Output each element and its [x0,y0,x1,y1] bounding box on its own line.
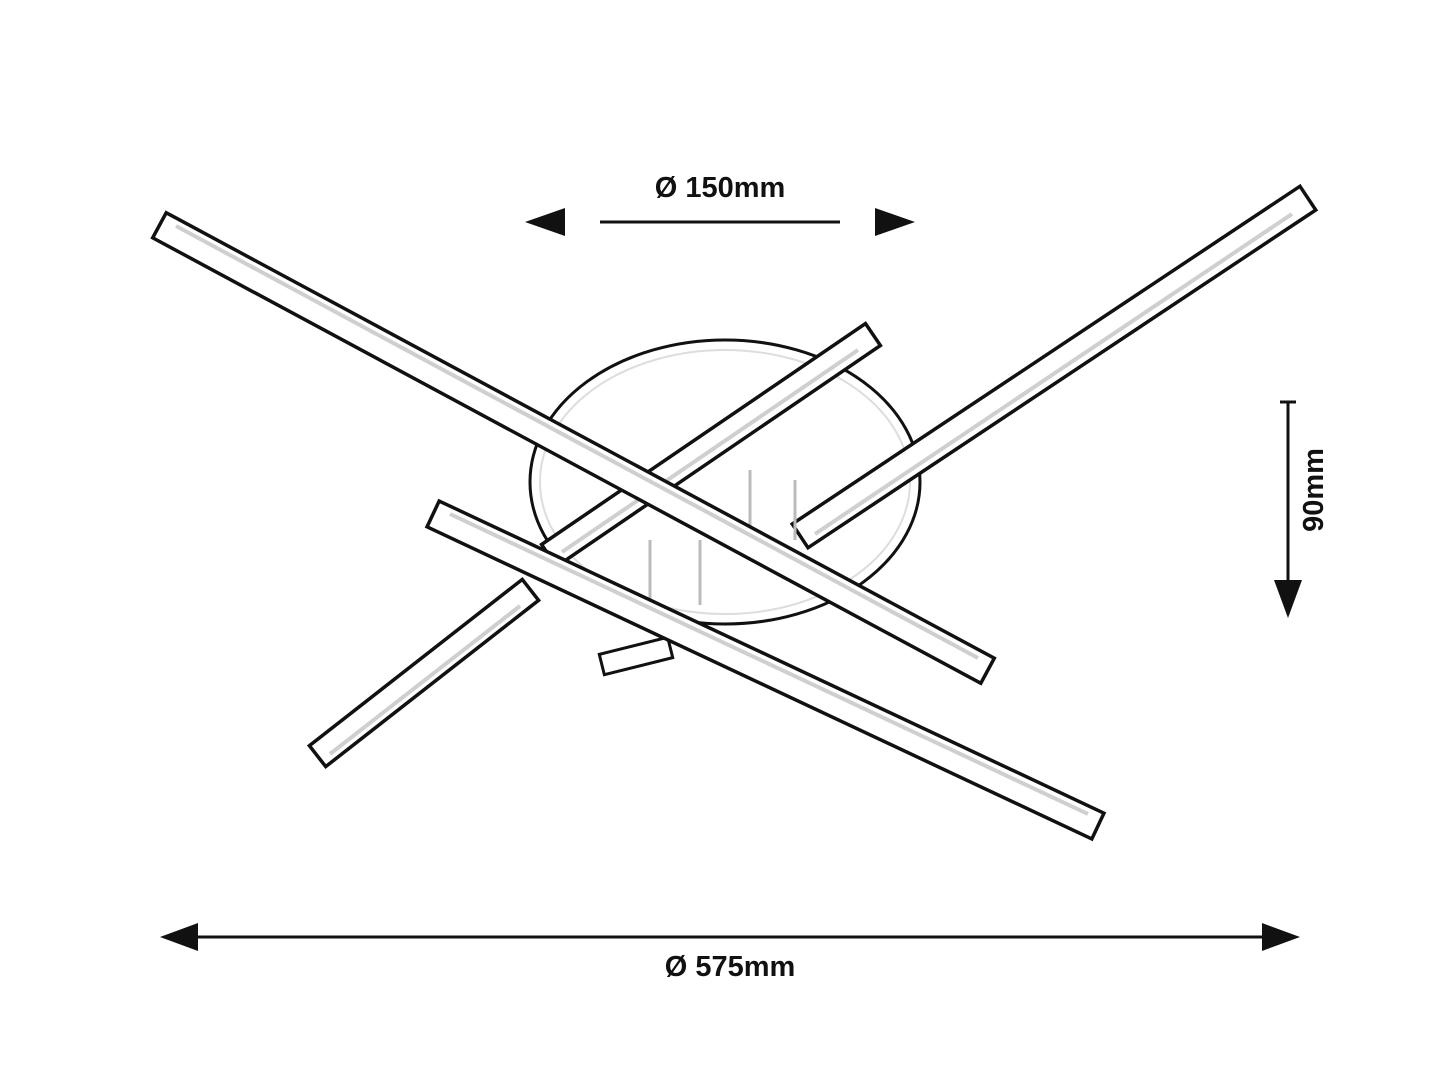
dimension-base-diameter: Ø 150mm [525,172,915,236]
mount-stub [597,635,675,677]
base-diameter-label: Ø 150mm [655,172,786,204]
support-posts [648,470,797,605]
light-bar-lower-left [306,576,542,770]
dimension-overall-diameter: Ø 575mm [160,923,1300,983]
overall-diameter-label: Ø 575mm [665,951,796,983]
light-bar-long-upper-left [150,210,997,686]
light-bar-long-lower [424,498,1107,842]
ceiling-base-plate [528,338,922,626]
light-bar-upper-right [789,183,1319,551]
lamp-illustration [150,183,1319,842]
light-bar-short-upper [539,321,883,569]
height-label: 90mm [1298,448,1330,532]
dimension-height: 90mm [1274,400,1330,618]
